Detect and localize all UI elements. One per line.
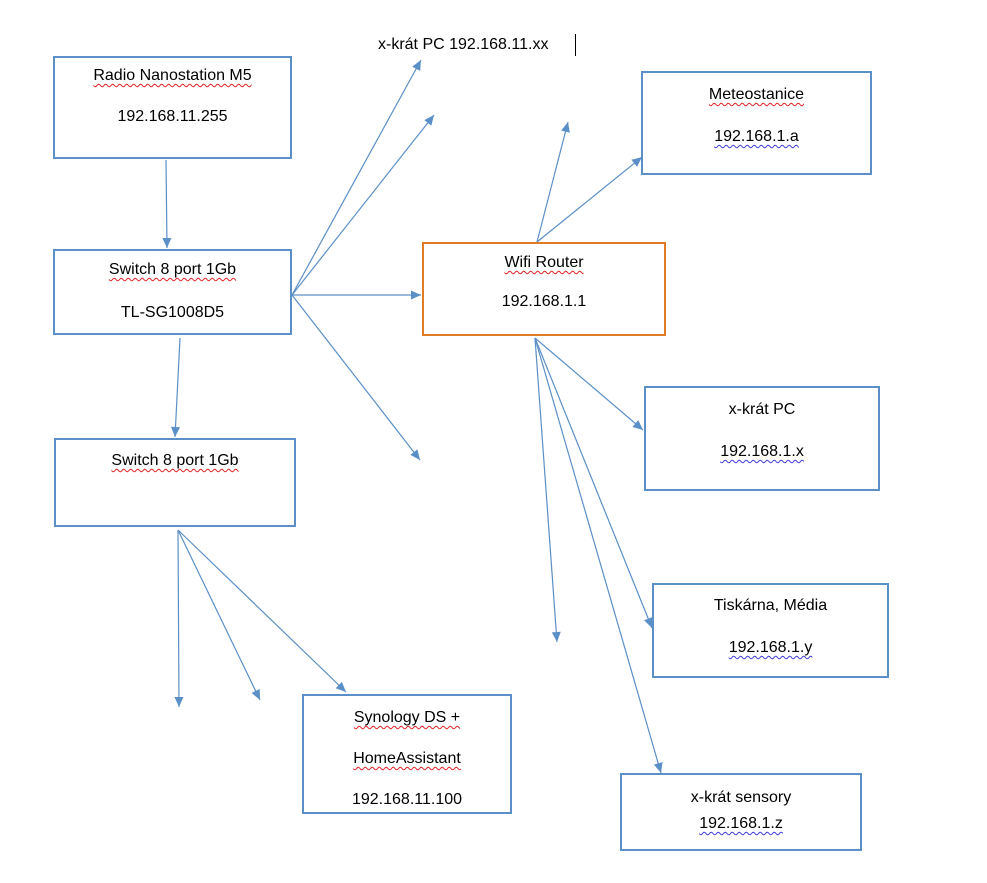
arrowhead (551, 631, 561, 642)
node-sensors[interactable]: x-krát sensory 192.168.1.z (620, 773, 862, 851)
arrow-switch1-to-router (292, 290, 421, 300)
arrowhead (410, 449, 420, 460)
arrowhead (644, 617, 653, 628)
switch2-name: Switch 8 port 1Gb (111, 452, 239, 469)
meteo-name: Meteostanice (708, 86, 805, 103)
radio-name: Radio Nanostation M5 (93, 67, 252, 84)
switch1-model: TL-SG1008D5 (120, 304, 225, 321)
synology-ip: 192.168.11.100 (351, 791, 463, 808)
pc-range-text: x-krát PC 192.168.11.xx (378, 36, 549, 53)
node-printer-media[interactable]: Tiskárna, Média 192.168.1.y (652, 583, 889, 678)
sensors-ip: 192.168.1.z (699, 815, 783, 832)
node-switch-tl-sg1008d5[interactable]: Switch 8 port 1Gb TL-SG1008D5 (53, 249, 292, 335)
arrow-switch2-down-1 (174, 529, 184, 708)
arrowhead (561, 122, 570, 133)
arrowhead (631, 157, 642, 167)
arrowhead (653, 762, 663, 773)
arrowhead (162, 237, 172, 248)
arrow-radio-to-switch1 (162, 159, 172, 249)
pc-range-label: x-krát PC 192.168.11.xx (378, 35, 548, 55)
node-switch-2[interactable]: Switch 8 port 1Gb (54, 438, 296, 527)
arrowhead (632, 420, 643, 430)
arrowhead (174, 696, 184, 707)
pc-ip: 192.168.1.x (720, 443, 804, 460)
node-meteostanice[interactable]: Meteostanice 192.168.1.a (641, 71, 872, 175)
router-ip: 192.168.1.1 (501, 293, 587, 310)
node-pcs[interactable]: x-krát PC 192.168.1.x (644, 386, 880, 491)
sensors-name: x-krát sensory (690, 789, 792, 806)
node-synology-homeassistant[interactable]: Synology DS + HomeAssistant 192.168.11.1… (302, 694, 512, 814)
arrow-switch2-down-2 (177, 529, 261, 701)
router-name: Wifi Router (504, 254, 584, 271)
arrow-switch1-to-pc-range (291, 59, 422, 296)
arrowhead (335, 681, 346, 692)
arrow-router-up (536, 121, 570, 243)
meteo-ip: 192.168.1.a (714, 128, 799, 145)
node-radio-nanostation[interactable]: Radio Nanostation M5 192.168.11.255 (53, 56, 292, 159)
printer-ip: 192.168.1.y (728, 639, 813, 656)
arrowhead (424, 115, 434, 126)
arrow-router-to-printer (534, 337, 653, 629)
synology-name: Synology DS + (353, 709, 461, 726)
radio-ip: 192.168.11.255 (117, 108, 228, 125)
pc-name: x-krát PC (728, 401, 796, 418)
arrowhead (171, 426, 180, 437)
arrowhead (251, 689, 260, 700)
arrow-switch1-to-down (291, 294, 421, 461)
arrow-switch1-to-up (291, 114, 435, 296)
printer-name: Tiskárna, Média (713, 597, 828, 614)
arrow-router-to-pc (534, 337, 644, 431)
arrow-router-down (534, 337, 561, 643)
arrowhead (411, 290, 421, 300)
text-cursor (575, 34, 576, 56)
arrow-router-to-sensors (534, 337, 663, 774)
arrow-router-to-meteo (536, 156, 643, 243)
node-wifi-router[interactable]: Wifi Router 192.168.1.1 (422, 242, 666, 336)
arrowhead (412, 60, 421, 71)
switch1-name: Switch 8 port 1Gb (108, 261, 237, 278)
homeassistant-name: HomeAssistant (353, 750, 461, 767)
arrow-switch1-to-switch2 (171, 337, 181, 438)
arrow-switch2-to-synology (177, 529, 347, 693)
